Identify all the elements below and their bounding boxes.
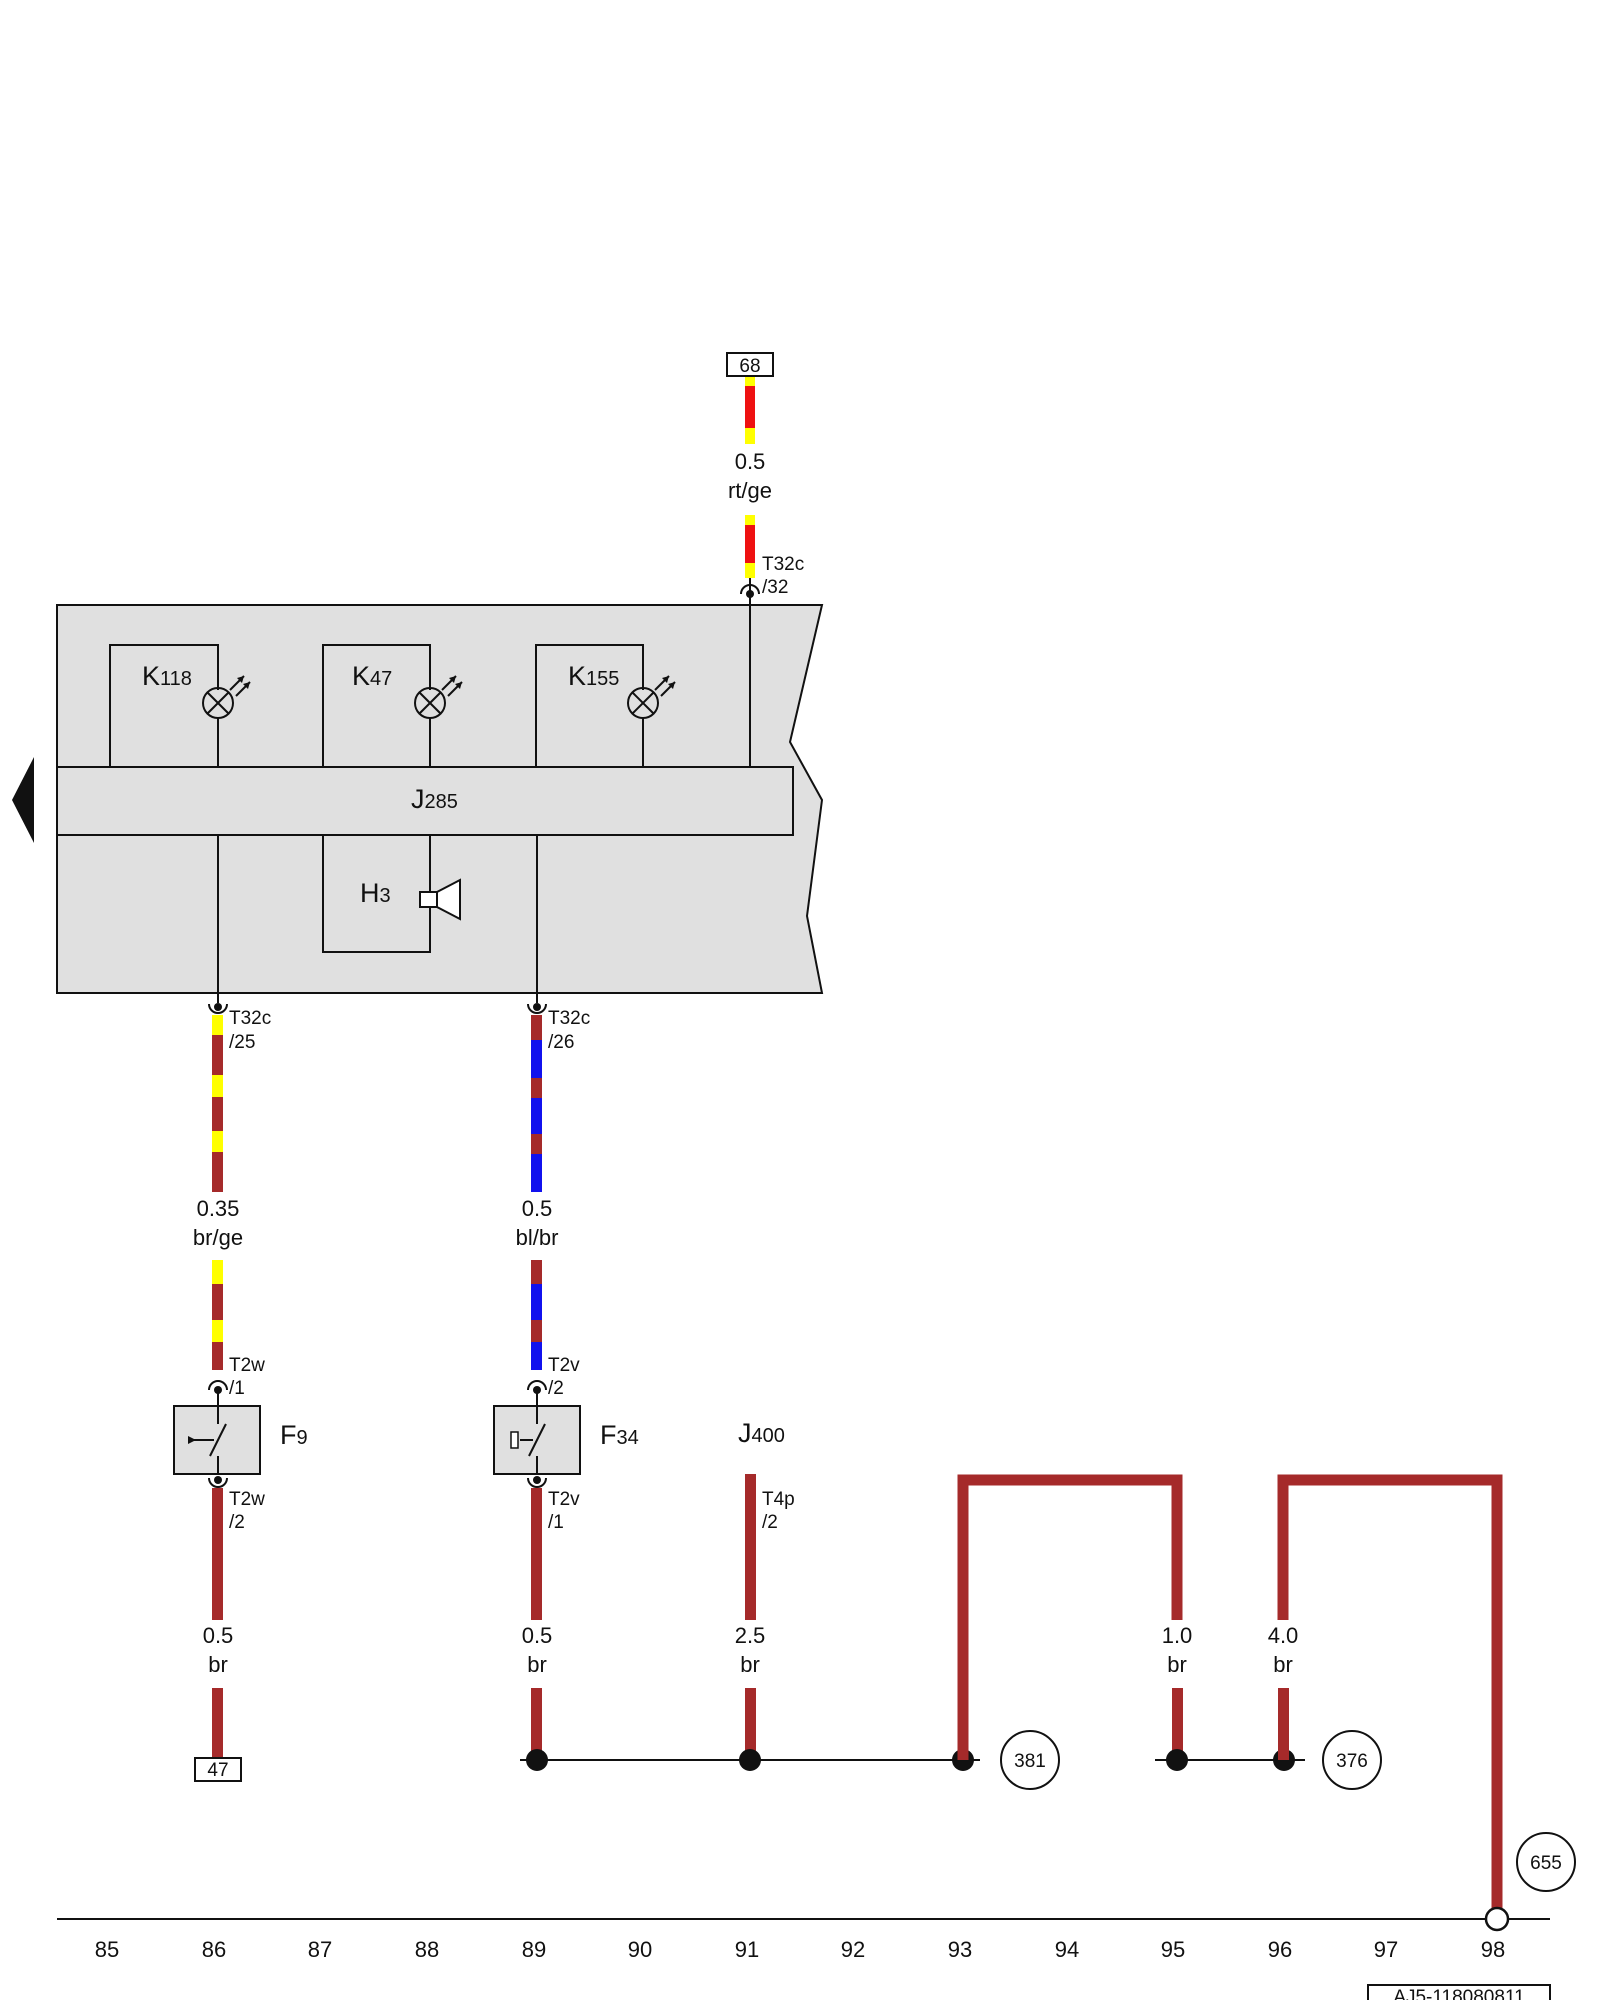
doc-id: AJ5-118080811 (1393, 1987, 1524, 2000)
connector-t32c-32-pin (746, 590, 754, 598)
column-number: 90 (628, 1937, 652, 1962)
k47-bulb-icon (414, 675, 463, 719)
connector-t32c-26-pin (533, 1003, 541, 1011)
h3-buzzer-icon (419, 878, 461, 921)
ref-68-label: 68 (739, 356, 760, 377)
column-number: 95 (1161, 1937, 1185, 1962)
ground-376-label: 376 (1336, 1751, 1368, 1772)
label-j400: J400 (738, 1418, 785, 1448)
label-k155: K155 (568, 661, 619, 691)
ground-terminal (1484, 1906, 1510, 1932)
bridge-93-95 (957, 1474, 1183, 1760)
column-number: 86 (202, 1937, 226, 1962)
ground-point-381 (1000, 1730, 1060, 1790)
label-h3: H3 (360, 878, 391, 908)
column-number: 98 (1481, 1937, 1505, 1962)
column-number: 85 (95, 1937, 119, 1962)
connector-t2v-2: T2v/2 (548, 1355, 580, 1399)
ground-point-376 (1322, 1730, 1382, 1790)
column-number: 89 (522, 1937, 546, 1962)
wire-89a-stripes (531, 1015, 542, 1370)
bridge-96-98 (1277, 1474, 1503, 1918)
ground-point-655 (1516, 1832, 1576, 1892)
label-k118: K118 (142, 661, 192, 691)
connector-t2w-2: T2w/2 (229, 1489, 265, 1533)
connector-t4p-2: T4p/2 (762, 1489, 795, 1533)
column-number: 91 (735, 1937, 759, 1962)
connector-t32c-25-pin (214, 1003, 222, 1011)
connector-t2w-1: T2w/1 (229, 1355, 265, 1399)
doc-id-box (1367, 1984, 1551, 2000)
connector-t32c-25: T32c/25 (229, 1008, 271, 1053)
connector-t32c-26: T32c/26 (548, 1008, 590, 1053)
column-numbers: 85 86 87 88 89 90 91 92 93 94 95 96 97 9… (95, 1937, 1505, 1962)
label-k47: K47 (352, 661, 392, 691)
column-number: 93 (948, 1937, 972, 1962)
k118-box (109, 644, 219, 767)
connector-t2v-1: T2v/1 (548, 1489, 580, 1533)
label-j285: J285 (411, 784, 458, 814)
column-number: 94 (1055, 1937, 1079, 1962)
k155-box (535, 644, 644, 767)
ref-47-box (194, 1757, 242, 1782)
column-number: 87 (308, 1937, 332, 1962)
column-number: 88 (415, 1937, 439, 1962)
ground-655-label: 655 (1530, 1853, 1562, 1874)
wire-86a-stripes (212, 1015, 223, 1370)
column-number: 97 (1374, 1937, 1398, 1962)
ref-47-label: 47 (207, 1760, 228, 1781)
label-f34: F34 (600, 1420, 639, 1450)
column-number: 96 (1268, 1937, 1292, 1962)
f34-switch-icon (510, 1406, 546, 1474)
k47-box (322, 644, 431, 767)
ground-381-label: 381 (1014, 1751, 1046, 1772)
label-f9: F9 (280, 1420, 308, 1450)
f9-switch-icon (188, 1406, 227, 1474)
column-number: 92 (841, 1937, 865, 1962)
k118-bulb-icon (202, 675, 251, 719)
j285-bar (56, 766, 794, 836)
connector-t32c-32: T32c/32 (762, 554, 804, 598)
ref-68-box (726, 352, 774, 377)
continuation-arrow (12, 757, 34, 843)
k155-bulb-icon (627, 675, 676, 719)
